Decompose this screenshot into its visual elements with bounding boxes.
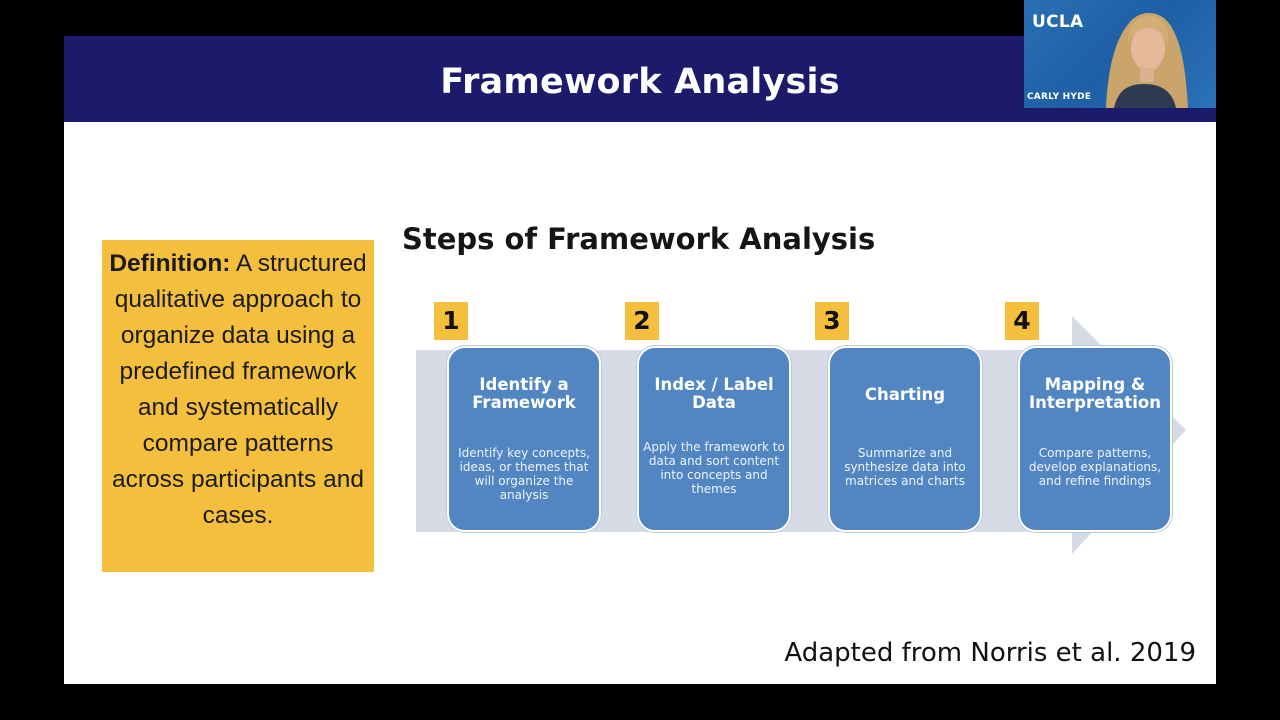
- citation: Adapted from Norris et al. 2019: [784, 638, 1196, 668]
- step-title-1: Identify a Framework: [472, 375, 576, 412]
- slide-title: Framework Analysis: [440, 62, 840, 102]
- process-arrow-icon: [416, 316, 1186, 554]
- step-description-2: Apply the framework to data and sort con…: [643, 440, 785, 496]
- step-title-2: Index / Label Data: [654, 375, 774, 412]
- step-title-4: Mapping & Interpretation: [1029, 375, 1161, 412]
- step-card-1: Identify a Framework Identify key concep…: [447, 346, 601, 532]
- ucla-logo: UCLA: [1032, 12, 1084, 32]
- step-description-3: Summarize and synthesize data into matri…: [844, 446, 966, 488]
- step-card-4: Mapping & Interpretation Compare pattern…: [1018, 346, 1172, 532]
- step-number-2: 2: [625, 302, 659, 340]
- webcam-overlay: UCLA CARLY HYDE: [1024, 0, 1216, 108]
- presentation-slide: Framework Analysis Definition: A structu…: [64, 36, 1216, 684]
- definition-label: Definition:: [109, 250, 231, 277]
- presenter-name: CARLY HYDE: [1027, 92, 1092, 102]
- step-number-1: 1: [434, 302, 468, 340]
- step-number-3: 3: [815, 302, 849, 340]
- presenter-video-icon: [1106, 13, 1188, 108]
- step-title-3: Charting: [864, 385, 946, 404]
- definition-box: Definition: A structured qualitative app…: [102, 240, 374, 572]
- step-card-2: Index / Label Data Apply the framework t…: [637, 346, 791, 532]
- step-number-4: 4: [1005, 302, 1039, 340]
- step-card-3: Charting Summarize and synthesize data i…: [828, 346, 982, 532]
- steps-heading: Steps of Framework Analysis: [402, 222, 876, 256]
- step-description-4: Compare patterns, develop explanations, …: [1028, 446, 1162, 488]
- step-description-1: Identify key concepts, ideas, or themes …: [458, 446, 590, 502]
- definition-text: A structured qualitative approach to org…: [112, 250, 367, 529]
